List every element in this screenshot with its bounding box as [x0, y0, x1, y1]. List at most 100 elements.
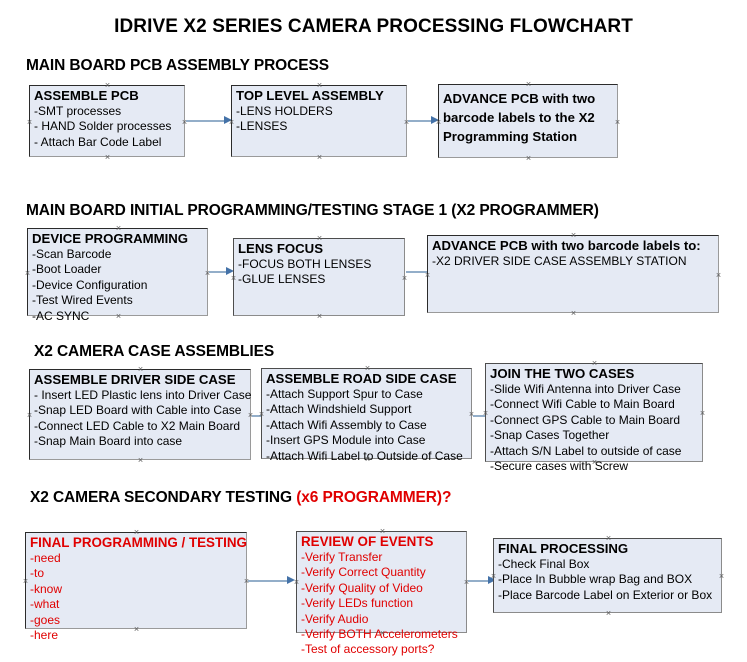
flow-box-line: -Verify Correct Quantity: [301, 565, 426, 580]
flow-box-line: -Verify BOTH Accelerometers: [301, 627, 458, 642]
flow-box-top-level-assembly[interactable]: TOP LEVEL ASSEMBLY -LENS HOLDERS -LENSES: [231, 85, 407, 157]
flow-box-line: - HAND Solder processes: [34, 119, 172, 134]
connector-shaft: [186, 120, 225, 122]
handle-bottom-icon: [525, 155, 532, 162]
flow-box-title: TOP LEVEL ASSEMBLY: [236, 88, 384, 103]
flow-box-line: -Verify Quality of Video: [301, 580, 423, 595]
arrow-head-icon: [431, 116, 439, 124]
section-heading-secondary-testing: X2 CAMERA SECONDARY TESTING (x6 PROGRAMM…: [30, 489, 451, 507]
flow-box-title: FINAL PROCESSING: [498, 541, 629, 556]
flow-box-title: LENS FOCUS: [238, 241, 323, 256]
flow-box-line: -X2 DRIVER SIDE CASE ASSEMBLY STATION: [432, 254, 687, 268]
flow-box-line: -Device Configuration: [32, 277, 148, 292]
flow-box-line: -Test Wired Events: [32, 293, 133, 308]
flow-box-title: ASSEMBLE PCB: [34, 88, 139, 103]
flow-box-title: DEVICE PROGRAMMING: [32, 231, 189, 246]
arrow-head-icon: [287, 576, 295, 584]
flow-box-advance-pcb-programming-station[interactable]: ADVANCE PCB with two barcode labels to t…: [438, 84, 618, 158]
handle-left-icon: [26, 412, 33, 419]
section-heading-text: MAIN BOARD PCB ASSEMBLY PROCESS: [26, 57, 329, 74]
section-heading-text: X2 CAMERA SECONDARY TESTING: [30, 489, 297, 506]
flow-box-device-programming[interactable]: DEVICE PROGRAMMING -Scan Barcode -Boot L…: [24, 228, 208, 323]
connector-shaft: [209, 271, 227, 273]
flow-box-line: -Snap Cases Together: [490, 428, 610, 443]
flow-box-assemble-driver-side-case[interactable]: ASSEMBLE DRIVER SIDE CASE - Insert LED P…: [29, 369, 251, 460]
flow-box-line: -Attach Wifi Assembly to Case: [266, 417, 427, 432]
flow-box-line: -AC SYNC: [32, 308, 90, 323]
flow-box-line: - Insert LED Plastic lens into Driver Ca…: [34, 388, 252, 402]
flow-box-line: -Snap LED Board with Cable into Case: [34, 403, 242, 418]
flow-box-line: -goes: [30, 612, 61, 627]
flow-box-title: ADVANCE PCB with two barcode labels to t…: [443, 91, 596, 144]
connector-arrow: [186, 116, 232, 125]
flow-box-join-the-two-cases[interactable]: JOIN THE TWO CASES -Slide Wifi Antenna i…: [485, 363, 703, 473]
handle-bottom-icon: [316, 313, 323, 320]
flow-box-review-of-events[interactable]: REVIEW OF EVENTS -Verify Transfer -Verif…: [296, 531, 467, 656]
flow-box-title: JOIN THE TWO CASES: [490, 366, 635, 381]
flow-box-line: -Connect GPS Cable to Main Board: [490, 412, 681, 427]
flow-box-line: -Slide Wifi Antenna into Driver Case: [490, 382, 681, 396]
connector-arrow: [209, 267, 234, 276]
flow-box-title: ASSEMBLE DRIVER SIDE CASE: [34, 372, 236, 387]
handle-bottom-icon: [570, 310, 577, 317]
flow-box-line: -to: [30, 566, 45, 581]
connector-shaft: [248, 580, 288, 582]
flow-box-final-processing[interactable]: FINAL PROCESSING -Check Final Box -Place…: [493, 538, 722, 613]
handle-left-icon: [26, 119, 33, 126]
connector-shaft: [406, 271, 429, 273]
flow-box-title: REVIEW OF EVENTS: [301, 534, 434, 549]
connector-shaft: [473, 415, 489, 417]
flow-box-line: -what: [30, 597, 60, 612]
flow-box-assemble-pcb[interactable]: ASSEMBLE PCB -SMT processes - HAND Solde…: [29, 85, 185, 157]
handle-left-icon: [24, 270, 31, 277]
handle-bottom-icon: [137, 457, 144, 464]
flow-box-line: -Check Final Box: [498, 557, 590, 571]
section-heading-initial-programming: MAIN BOARD INITIAL PROGRAMMING/TESTING S…: [26, 202, 599, 220]
flow-box-line: -LENS HOLDERS: [236, 104, 333, 118]
flow-box-line: -Verify LEDs function: [301, 596, 414, 611]
flow-box-lens-focus[interactable]: LENS FOCUS -FOCUS BOTH LENSES -GLUE LENS…: [233, 238, 405, 316]
flow-box-line: -Place In Bubble wrap Bag and BOX: [498, 572, 693, 587]
section-heading-case-assemblies: X2 CAMERA CASE ASSEMBLIES: [34, 343, 274, 361]
section-heading-text: MAIN BOARD INITIAL PROGRAMMING/TESTING S…: [26, 202, 599, 219]
connector-arrow: [468, 576, 496, 585]
handle-bottom-icon: [316, 154, 323, 161]
flow-box-line: -Connect Wifi Cable to Main Board: [490, 397, 675, 412]
flow-box-line: -Verify Transfer: [301, 550, 383, 564]
handle-left-icon: [230, 275, 237, 282]
flow-box-title: ASSEMBLE ROAD SIDE CASE: [266, 371, 457, 386]
connector-arrow: [248, 576, 295, 585]
flow-box-line: -Boot Loader: [32, 262, 102, 277]
section-heading-accent: (x6 PROGRAMMER)?: [296, 489, 452, 506]
flow-box-title: ADVANCE PCB with two barcode labels to:: [432, 238, 701, 253]
connector-arrow: [408, 116, 439, 125]
flow-box-line: -need: [30, 551, 61, 565]
flow-box-line: -Attach Support Spur to Case: [266, 387, 423, 401]
flow-box-final-programming-testing[interactable]: FINAL PROGRAMMING / TESTING -need -to -k…: [22, 532, 247, 642]
flow-box-line: -Attach S/N Label to outside of case: [490, 443, 682, 458]
flow-box-line: -GLUE LENSES: [238, 272, 326, 287]
section-heading-text: X2 CAMERA CASE ASSEMBLIES: [34, 343, 275, 360]
arrow-head-icon: [224, 116, 232, 124]
flow-box-line: -know: [30, 581, 63, 596]
arrow-head-icon: [226, 267, 234, 275]
page-title: IDRIVE X2 SERIES CAMERA PROCESSING FLOWC…: [114, 16, 633, 37]
flow-box-line: -Verify Audio: [301, 611, 369, 626]
arrow-head-icon: [488, 576, 496, 584]
flow-box-line: -FOCUS BOTH LENSES: [238, 257, 372, 271]
section-heading-pcb-assembly: MAIN BOARD PCB ASSEMBLY PROCESS: [26, 57, 329, 75]
handle-left-icon: [22, 578, 29, 585]
flow-box-line: -Attach Windshield Support: [266, 402, 412, 417]
flow-box-line: -Scan Barcode: [32, 247, 112, 261]
flow-box-line: -Insert GPS Module into Case: [266, 433, 426, 448]
flow-box-line: -LENSES: [236, 119, 288, 134]
handle-top-icon: [525, 81, 532, 88]
flow-box-line: - Attach Bar Code Label: [34, 134, 162, 149]
flow-box-line: -Snap Main Board into case: [34, 434, 183, 449]
flow-box-line: -Secure cases with Screw: [490, 459, 629, 474]
flow-box-advance-pcb-driver-side-case[interactable]: ADVANCE PCB with two barcode labels to: …: [427, 235, 719, 313]
flow-box-assemble-road-side-case[interactable]: ASSEMBLE ROAD SIDE CASE -Attach Support …: [261, 368, 472, 463]
handle-right-icon: [715, 272, 722, 279]
flow-box-overflow-line: -Test of accessory ports?: [301, 642, 435, 657]
